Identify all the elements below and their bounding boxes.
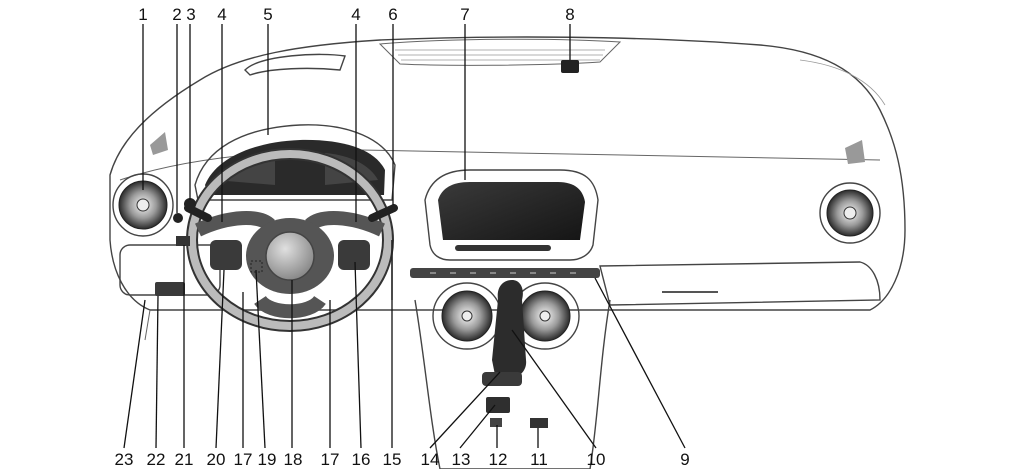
callout-2: 2	[172, 5, 181, 24]
callout-10: 10	[587, 450, 606, 469]
callout-18: 18	[284, 450, 303, 469]
callout-14: 14	[421, 450, 440, 469]
top-leader-lines	[142, 24, 571, 222]
callout-17-left: 17	[234, 450, 253, 469]
side-vent-right	[845, 140, 865, 164]
callout-9: 9	[680, 450, 689, 469]
callout-15: 15	[383, 450, 402, 469]
usb-port	[490, 418, 502, 427]
center-console-vents	[432, 282, 580, 350]
callout-12: 12	[489, 450, 508, 469]
callout-5: 5	[263, 5, 272, 24]
top-callouts: 1 2 3 4 5 4 6 7 8	[138, 5, 574, 24]
light-control	[173, 213, 183, 223]
hood-release	[155, 282, 185, 296]
climate-controls	[410, 268, 600, 278]
bottom-callouts: 23 22 21 20 17 19 18 17 16 15 14 13 12 1…	[115, 450, 690, 469]
left-steering-controls	[210, 240, 242, 270]
callout-13: 13	[452, 450, 471, 469]
callout-8: 8	[565, 5, 574, 24]
callout-4-right: 4	[351, 5, 360, 24]
infotainment-display	[424, 169, 599, 261]
right-air-vent	[819, 182, 881, 244]
defrost-grille	[378, 38, 622, 66]
power-outlet	[530, 418, 548, 428]
bottom-leader-lines	[123, 240, 686, 449]
steering-wheel	[186, 148, 394, 332]
callout-4-left: 4	[217, 5, 226, 24]
callout-22: 22	[147, 450, 166, 469]
callout-23: 23	[115, 450, 134, 469]
callout-16: 16	[352, 450, 371, 469]
callout-7: 7	[460, 5, 469, 24]
right-steering-controls	[338, 240, 370, 270]
callout-3: 3	[186, 5, 195, 24]
side-vent-left	[150, 132, 168, 155]
sunload-sensor	[561, 60, 579, 73]
steering-wheel-adjust-icon	[250, 260, 263, 273]
callout-6: 6	[388, 5, 397, 24]
shift-lever	[482, 280, 527, 386]
side-window-defrost	[799, 59, 886, 106]
callout-11: 11	[530, 450, 548, 469]
callout-20: 20	[207, 450, 226, 469]
callout-19: 19	[258, 450, 277, 469]
callout-21: 21	[175, 450, 194, 469]
dimmer-control	[176, 236, 190, 246]
horn-pad-icon	[265, 231, 315, 281]
callout-17-right: 17	[321, 450, 340, 469]
turn-signal-lever	[184, 198, 196, 210]
glove-box	[599, 261, 881, 306]
head-up-display	[244, 53, 346, 76]
callout-1: 1	[138, 5, 147, 24]
center-console	[414, 299, 611, 469]
traction-control-button	[486, 397, 510, 413]
